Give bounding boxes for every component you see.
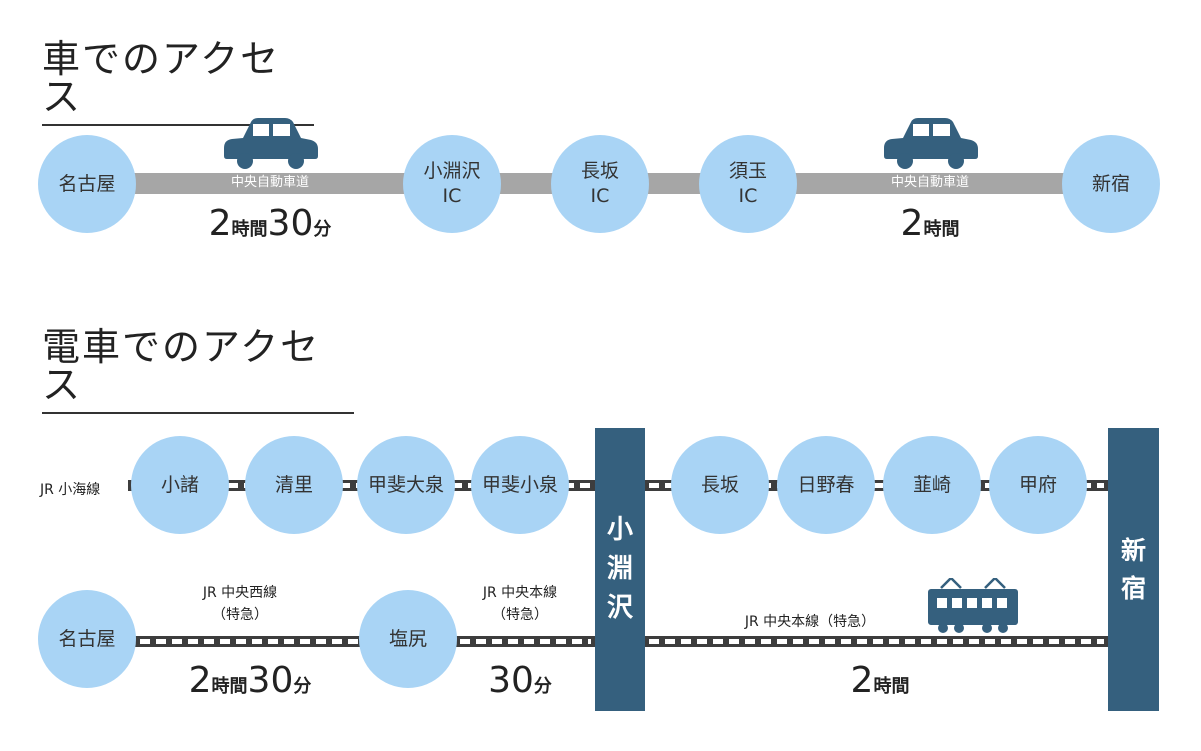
chuo-station-hinoharu: 日野春	[777, 436, 875, 534]
line-name: JR 中央西線	[202, 585, 278, 601]
hours-unit: 時間	[923, 219, 960, 240]
car-station-sudama-ic: 須玉 IC	[699, 135, 797, 233]
train-icon	[928, 578, 1018, 633]
hours-unit: 時間	[873, 676, 910, 697]
minutes-value: 30	[247, 660, 294, 701]
chuo-station-nagasaka: 長坂	[671, 436, 769, 534]
car-station-kobuchizawa-ic: 小淵沢 IC	[403, 135, 501, 233]
line-note: （特急）	[492, 607, 548, 624]
train-station-shiojiri: 塩尻	[359, 590, 457, 688]
train-station-nagoya: 名古屋	[38, 590, 136, 688]
chuo-main-line-label-2: JR 中央本線（特急）	[744, 614, 876, 630]
chuo-west-line-label: JR 中央西線 （特急）	[160, 582, 320, 627]
minutes-unit: 分	[533, 676, 552, 697]
terminal-station-shinjuku: 新 宿	[1108, 428, 1159, 711]
road-label-2: 中央自動車道	[890, 175, 969, 190]
chuo-station-kofu: 甲府	[989, 436, 1087, 534]
car-station-nagoya: 名古屋	[38, 135, 136, 233]
chuo-station-nirasaki: 韮崎	[883, 436, 981, 534]
chuo-main-line-label-1: JR 中央本線 （特急）	[440, 582, 600, 627]
koumi-station-komoro: 小諸	[131, 436, 229, 534]
hours-unit: 時間	[211, 676, 248, 697]
car-station-shinjuku: 新宿	[1062, 135, 1160, 233]
hub-station-kobuchizawa: 小 淵 沢	[595, 428, 645, 711]
car-time-nagoya-kobuchizawa: 2時間30分	[170, 203, 370, 244]
koumi-station-kai-koizumi: 甲斐小泉	[471, 436, 569, 534]
koumi-station-kiyosato: 清里	[245, 436, 343, 534]
hours-value: 2	[900, 203, 924, 244]
hours-value: 2	[208, 203, 232, 244]
minutes-value: 30	[488, 660, 534, 701]
car-icon	[224, 118, 318, 169]
koumi-station-kai-oizumi: 甲斐大泉	[357, 436, 455, 534]
line-note: （特急）	[212, 607, 268, 624]
chuo-line-track-east	[645, 480, 1108, 491]
chuo-west-line-track	[88, 636, 595, 647]
hours-value: 2	[850, 660, 874, 701]
minutes-unit: 分	[293, 676, 312, 697]
car-icon-2	[884, 118, 978, 169]
car-time-sudama-shinjuku: 2時間	[840, 203, 1020, 244]
terminal-station-label: 新 宿	[1120, 536, 1146, 603]
hours-unit: 時間	[231, 219, 268, 240]
koumi-line-label: JR 小海線	[40, 482, 101, 498]
train-time-kobuchizawa-shinjuku: 2時間	[790, 660, 970, 701]
train-time-nagoya-shiojiri: 2時間30分	[150, 660, 350, 701]
hub-station-label: 小 淵 沢	[606, 515, 633, 623]
minutes-unit: 分	[313, 219, 332, 240]
train-time-shiojiri-kobuchizawa: 30分	[460, 660, 580, 701]
road-label-1: 中央自動車道	[230, 175, 309, 190]
hours-value: 2	[188, 660, 212, 701]
chuo-main-line-track	[645, 636, 1108, 647]
train-access-heading: 電車でのアクセス	[42, 328, 354, 414]
minutes-value: 30	[267, 203, 314, 244]
car-station-nagasaka-ic: 長坂 IC	[551, 135, 649, 233]
car-access-heading: 車でのアクセス	[42, 40, 314, 126]
line-name: JR 中央本線	[482, 585, 558, 601]
